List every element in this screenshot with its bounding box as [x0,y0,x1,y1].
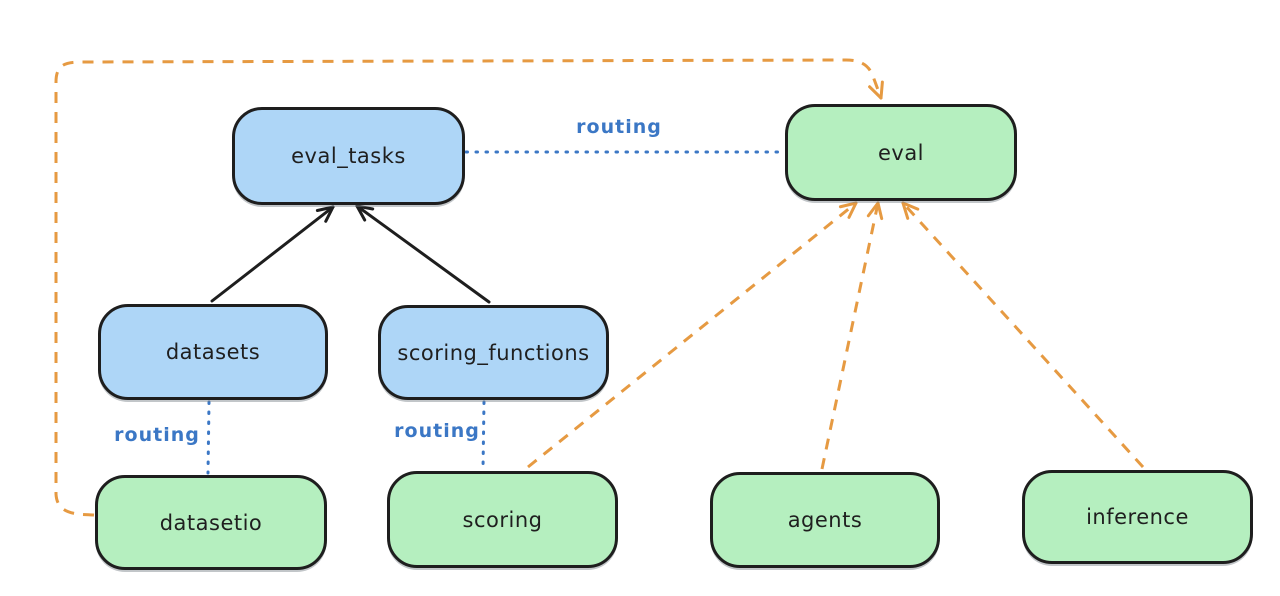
arrowhead [901,201,920,211]
arrowhead [876,201,884,221]
node-datasetio: datasetio [95,475,327,570]
edge-arrow-scoringfunctions-evaltasks [355,204,491,304]
edge-arrow-datasetio-eval [54,58,883,517]
arrowhead [324,205,335,223]
edge-label-routing-scoring: routing [394,420,480,442]
node-agents: agents [710,472,940,568]
node-datasets-label: datasets [165,340,261,364]
node-scoring-functions-label: scoring_functions [397,340,590,365]
arrowhead [868,85,883,100]
node-datasets: datasets [98,304,328,400]
node-eval-label: eval [877,140,925,165]
edge-label-routing-top: routing [576,116,662,138]
edge-arrow-agents-eval [820,202,880,470]
arrowhead [866,201,880,218]
arrowhead [355,204,367,222]
node-datasetio-label: datasetio [159,510,263,535]
node-scoring-label: scoring [462,507,543,532]
node-eval-tasks: eval_tasks [232,107,465,205]
edge-arrow-inference-eval [901,201,1145,469]
edge-arrow-datasets-evaltasks [210,205,335,303]
arrowhead [838,201,858,209]
edge-label-routing-datasets: routing [114,424,200,446]
node-inference-label: inference [1086,505,1189,529]
edge-arrow-scoring-eval [527,201,857,469]
arrowhead [847,201,858,219]
node-eval-tasks-label: eval_tasks [291,144,406,168]
arrowhead [315,205,335,212]
arrowhead [355,204,375,211]
arrowhead [901,201,910,220]
node-inference: inference [1022,470,1253,564]
edge-routing-scoringfunctions-scoring [481,400,486,471]
arrowhead [879,80,884,100]
node-eval: eval [785,104,1017,201]
node-scoring-functions: scoring_functions [378,305,609,400]
node-agents-label: agents [787,508,863,532]
edge-routing-datasets-datasetio [206,400,211,475]
node-scoring: scoring [387,471,618,568]
